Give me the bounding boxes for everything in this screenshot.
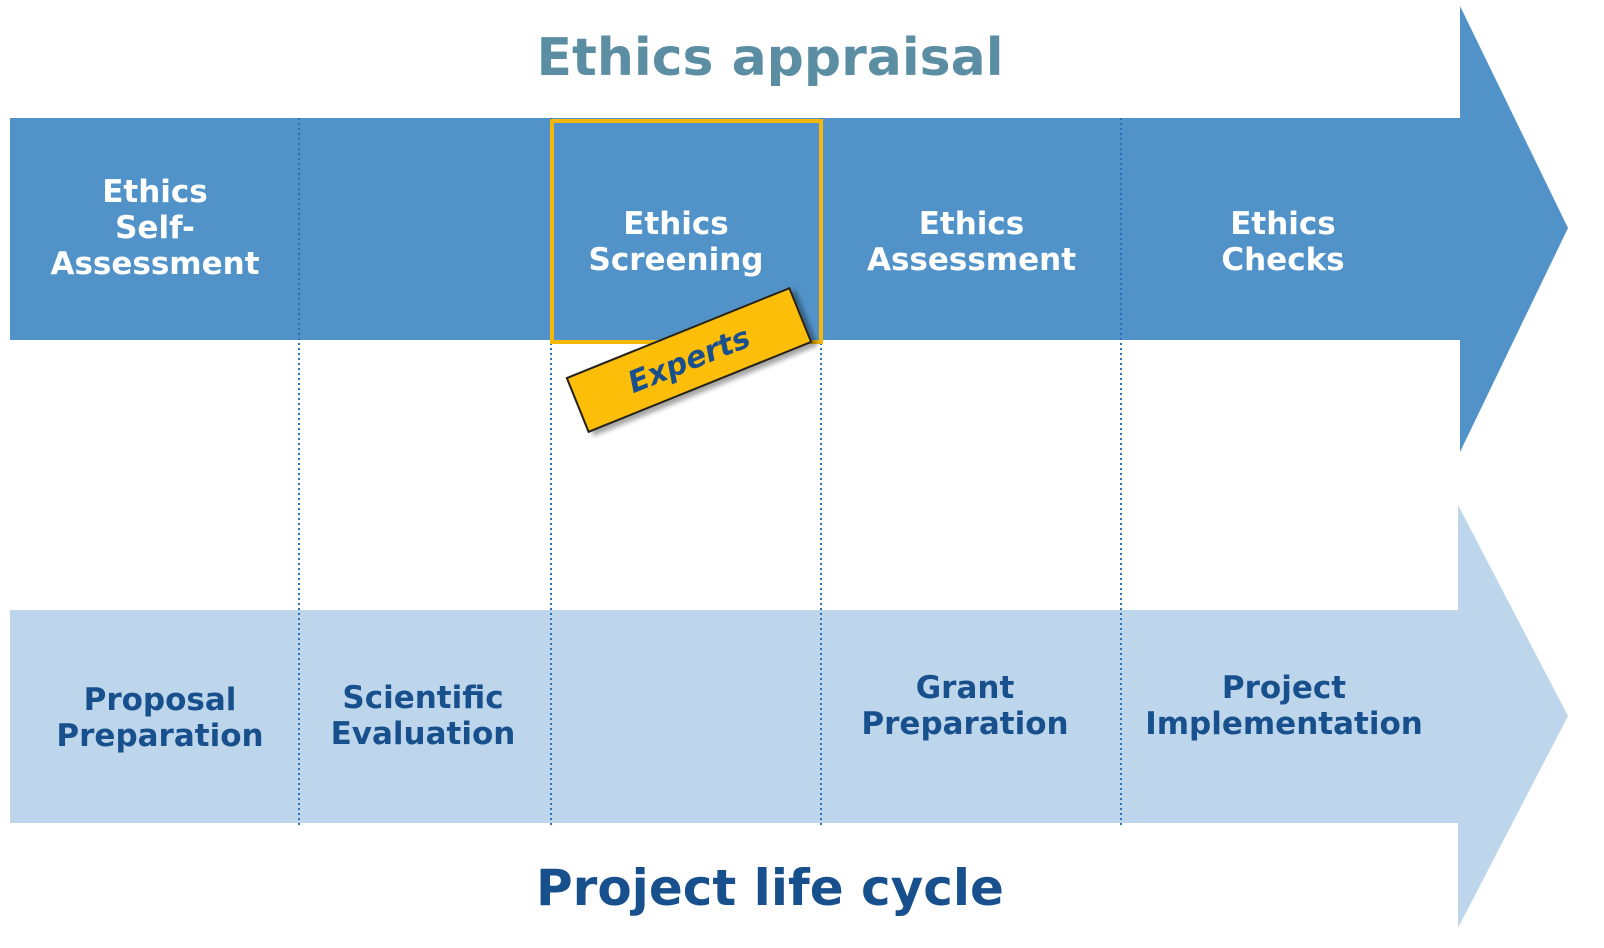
- ethics-checks-label: Ethics Checks: [1221, 206, 1345, 278]
- lifecycle-step-empty: [552, 612, 821, 822]
- ethics-self-assessment-label: Ethics Self- Assessment: [50, 174, 260, 282]
- grant-preparation-label: Grant Preparation: [861, 670, 1069, 742]
- project-implementation-label: Project Implementation: [1145, 670, 1423, 742]
- ethics-appraisal-title: Ethics appraisal: [536, 28, 1004, 88]
- project-life-cycle-arrow: [10, 505, 1568, 928]
- proposal-preparation-label: Proposal Preparation: [56, 682, 264, 754]
- project-life-cycle-title: Project life cycle: [536, 859, 1004, 917]
- ethics-appraisal-arrow: [10, 6, 1568, 452]
- scientific-evaluation-label: Scientific Evaluation: [330, 680, 516, 752]
- ethics-step-empty: [300, 118, 551, 340]
- ethics-assessment-label: Ethics Assessment: [866, 206, 1077, 278]
- ethics-screening-label: Ethics Screening: [588, 206, 764, 278]
